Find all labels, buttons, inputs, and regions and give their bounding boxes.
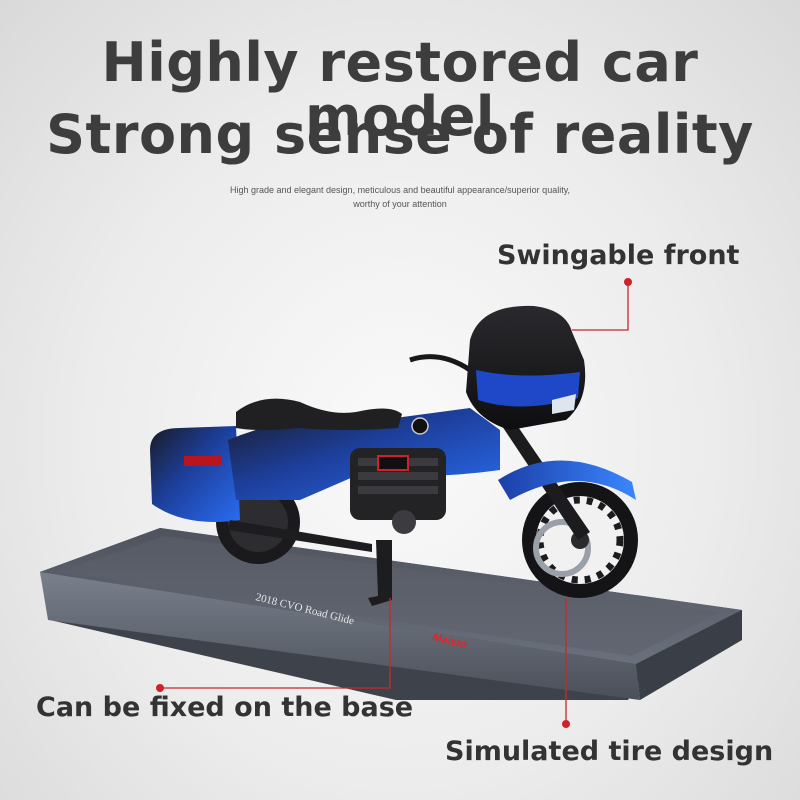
headline-line-2: Strong sense of reality [46, 103, 754, 166]
front-fairing [466, 305, 586, 430]
callout-tire-design: Simulated tire design [445, 736, 774, 767]
leader-dot-front [624, 278, 632, 286]
callout-swingable-front: Swingable front [497, 240, 740, 271]
kickstand [368, 540, 392, 606]
fairing-blue-trim [476, 370, 580, 407]
motorcycle-model [150, 305, 638, 606]
leader-line-front [572, 282, 629, 331]
exhaust-pipe [228, 520, 372, 552]
callout-leaders [156, 278, 632, 728]
leader-line-base [160, 598, 391, 689]
tail-light [184, 456, 222, 466]
engine [350, 448, 446, 534]
saddlebag [150, 426, 240, 522]
headlight [552, 394, 576, 414]
brand-emblem [411, 417, 429, 435]
front-wheel [522, 482, 638, 598]
subtitle-line-1: High grade and elegant design, meticulou… [229, 185, 571, 195]
front-fender [498, 460, 636, 500]
subtitle-line-2: worthy of your attention [353, 199, 447, 209]
leader-dot-base [156, 684, 164, 692]
seat [236, 398, 402, 430]
leader-dot-tire [562, 720, 570, 728]
headline-line-1: Highly restored car model [101, 31, 699, 148]
callout-fixed-base: Can be fixed on the base [36, 692, 414, 723]
handlebar [409, 354, 472, 373]
